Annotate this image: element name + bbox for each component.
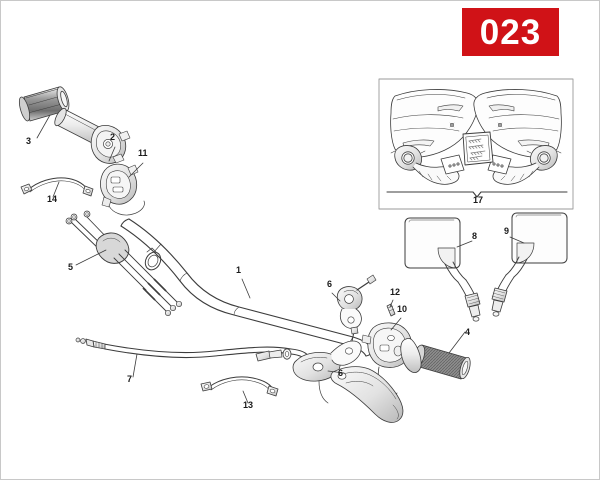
left-hand-grip	[18, 86, 70, 122]
page-number-text: 023	[479, 12, 542, 52]
short-wire-strap	[200, 376, 279, 397]
leader-lines	[36, 114, 525, 404]
left-handguard-shell	[390, 89, 479, 158]
callout-2: 2	[110, 132, 116, 142]
callout-14: 14	[47, 194, 58, 204]
callout-13: 13	[243, 400, 254, 410]
right-rear-view-mirror	[491, 212, 568, 317]
throttle-tube-housing	[54, 107, 131, 164]
right-mounting-bracket	[487, 145, 562, 185]
callout-4: 4	[465, 327, 471, 337]
right-hand-grip	[400, 337, 471, 380]
callout-1: 1	[236, 265, 242, 275]
lever-perch-hardware	[255, 348, 292, 362]
callout-8: 8	[472, 231, 478, 241]
handlebar-clamp-upper	[336, 274, 377, 329]
clutch-cable	[75, 337, 310, 362]
callout-10: 10	[397, 304, 408, 314]
throttle-cable-assembly	[65, 210, 183, 317]
callout-3: 3	[26, 136, 32, 146]
inset-bracket-17	[386, 191, 568, 198]
callout-12: 12	[390, 287, 401, 297]
left-switch-block	[100, 163, 145, 216]
left-rear-view-mirror	[404, 217, 481, 322]
fastener-hardware-bag	[462, 131, 494, 166]
clamp-ring	[144, 247, 162, 271]
callout-7: 7	[127, 374, 133, 384]
page-number-badge: 023	[462, 8, 559, 56]
lever-perch-clamp-lower	[292, 326, 362, 404]
callout-9: 9	[504, 226, 510, 236]
callout-6-lower: 6	[338, 368, 344, 378]
handlebar	[120, 218, 373, 357]
pin-screw	[386, 303, 396, 317]
callout-6-upper: 6	[327, 279, 333, 289]
callout-17: 17	[473, 195, 484, 205]
right-switch-housing	[361, 322, 413, 397]
clutch-lever	[330, 366, 404, 423]
callout-5: 5	[68, 262, 74, 272]
right-handguard-shell	[473, 89, 562, 158]
wire-lead-strap	[20, 177, 94, 197]
left-mounting-bracket	[390, 145, 465, 185]
callout-11: 11	[138, 148, 148, 158]
